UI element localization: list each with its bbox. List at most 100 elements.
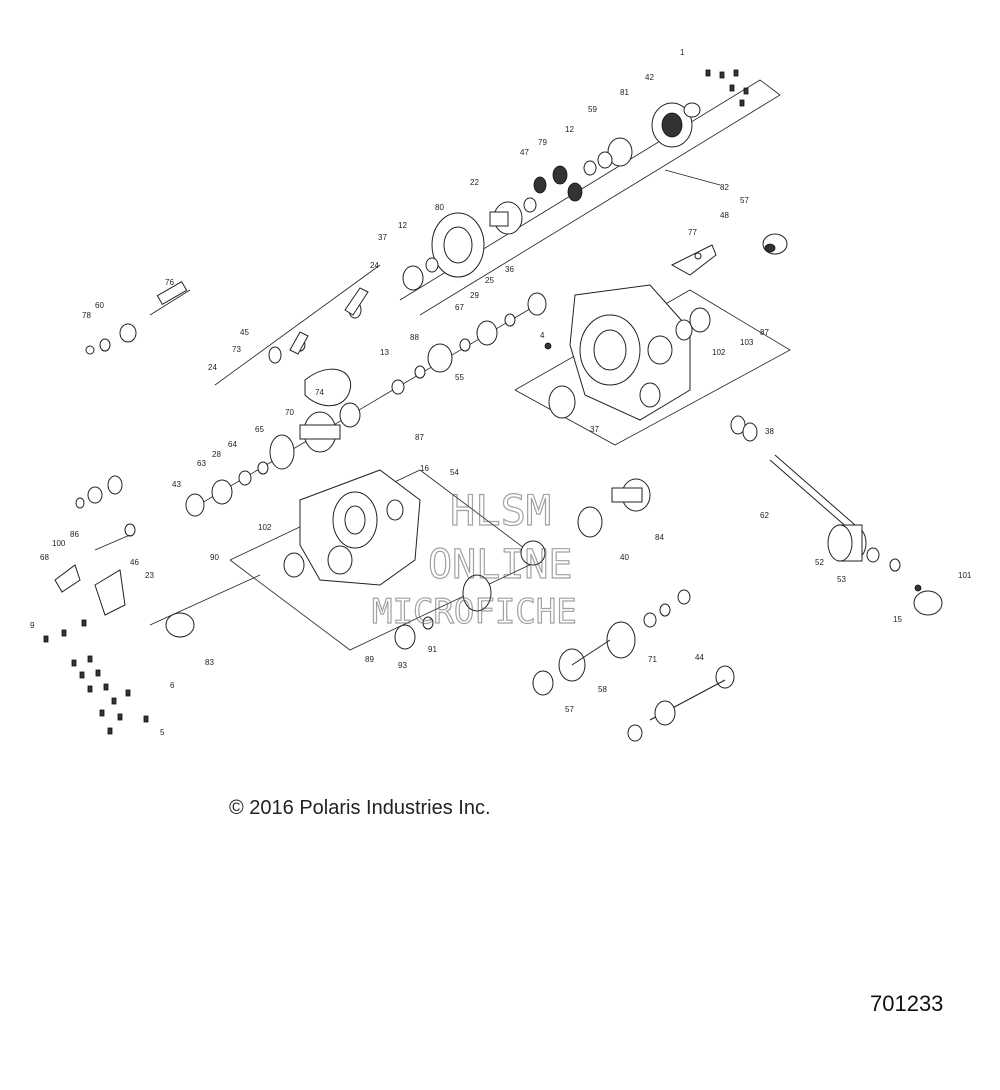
callout-label: 29 — [470, 291, 479, 300]
callout-label: 42 — [645, 73, 654, 82]
callout-label: 12 — [565, 125, 574, 134]
figure-number: 701233 — [870, 991, 944, 1016]
callout-label: 24 — [208, 363, 217, 372]
callout-label: 59 — [588, 105, 597, 114]
callout-label: 84 — [655, 533, 664, 542]
callout-label: 58 — [598, 685, 607, 694]
callout-label: 60 — [95, 301, 104, 310]
callout-label: 91 — [428, 645, 437, 654]
callout-label: 80 — [435, 203, 444, 212]
callout-label: 53 — [837, 575, 846, 584]
bolt-cluster-top — [705, 69, 749, 107]
callout-label: 4 — [540, 331, 545, 340]
cap-101 — [913, 590, 943, 616]
callout-label: 64 — [228, 440, 237, 449]
middle-shaft-assembly — [185, 292, 547, 517]
callout-label: 82 — [720, 183, 729, 192]
callout-label: 87 — [415, 433, 424, 442]
lower-output-shaft — [649, 679, 726, 726]
gear-71 — [606, 621, 636, 659]
callout-label: 71 — [648, 655, 657, 664]
gear-65 — [269, 434, 295, 470]
callout-label: 15 — [893, 615, 902, 624]
callout-label: 57 — [740, 196, 749, 205]
callout-label: 47 — [520, 148, 529, 157]
callout-label: 37 — [590, 425, 599, 434]
callout-label: 54 — [450, 468, 459, 477]
callout-label: 9 — [30, 621, 35, 630]
lower-gear-assembly — [394, 478, 735, 742]
upper-housing — [514, 284, 791, 446]
bearing-36 — [527, 292, 547, 316]
callout-label: 57 — [565, 705, 574, 714]
bolt-cluster-bottom — [43, 619, 149, 735]
callout-labels: 1 42 81 59 82 47 79 12 80 37 22 12 24 76… — [30, 48, 972, 737]
callout-label: 43 — [172, 480, 181, 489]
drive-chain — [304, 368, 352, 407]
callout-label: 52 — [815, 558, 824, 567]
callout-label: 44 — [695, 653, 704, 662]
callout-label: 63 — [197, 459, 206, 468]
callout-label: 28 — [212, 450, 221, 459]
callout-label: 93 — [398, 661, 407, 670]
callout-label: 74 — [315, 388, 324, 397]
callout-label: 81 — [620, 88, 629, 97]
callout-label: 36 — [505, 265, 514, 274]
mount-bracket — [94, 569, 126, 616]
callout-label: 90 — [210, 553, 219, 562]
sleeve-part — [762, 233, 788, 255]
countershaft-gear — [558, 639, 611, 682]
pinion-shaft — [611, 478, 651, 512]
callout-label: 22 — [470, 178, 479, 187]
callout-label: 37 — [378, 233, 387, 242]
bearing-37b — [548, 385, 576, 419]
callout-label: 67 — [455, 303, 464, 312]
callout-label: 6 — [170, 681, 175, 690]
callout-label: 83 — [205, 658, 214, 667]
watermark: HLSM ONLINE MICROFICHE — [371, 485, 577, 632]
watermark-line: MICROFICHE — [372, 592, 577, 632]
watermark-line: ONLINE — [428, 542, 573, 588]
callout-label: 70 — [285, 408, 294, 417]
callout-label: 65 — [255, 425, 264, 434]
callout-label: 68 — [40, 553, 49, 562]
callout-label: 87 — [760, 328, 769, 337]
callout-label: 79 — [538, 138, 547, 147]
large-spur-gear — [431, 212, 485, 278]
callout-label: 101 — [958, 571, 972, 580]
callout-label: 102 — [258, 523, 272, 532]
bearing-37 — [402, 265, 424, 291]
callout-label: 55 — [455, 373, 464, 382]
callout-label: 77 — [688, 228, 697, 237]
callout-label: 40 — [620, 553, 629, 562]
callout-label: 23 — [145, 571, 154, 580]
left-small-parts — [54, 475, 261, 638]
callout-label: 88 — [410, 333, 419, 342]
callout-label: 76 — [165, 278, 174, 287]
coupler — [827, 524, 867, 562]
callout-label: 16 — [420, 464, 429, 473]
hub-flange — [489, 201, 523, 235]
shift-fork-assembly — [85, 264, 381, 386]
callout-label: 45 — [240, 328, 249, 337]
callout-label: 103 — [740, 338, 754, 347]
top-shaft-assembly — [399, 69, 781, 316]
callout-label: 100 — [52, 539, 66, 548]
callout-label: 25 — [485, 276, 494, 285]
gear-85 — [462, 574, 492, 612]
callout-label: 78 — [82, 311, 91, 320]
callout-label: 24 — [370, 261, 379, 270]
callout-label: 1 — [680, 48, 685, 57]
callout-label: 5 — [160, 728, 165, 737]
callout-label: 12 — [398, 221, 407, 230]
bracket-part — [670, 244, 717, 276]
copyright-notice: © 2016 Polaris Industries Inc. — [229, 797, 491, 819]
ring-gear-small — [607, 137, 633, 167]
callout-label: 89 — [365, 655, 374, 664]
callout-label: 102 — [712, 348, 726, 357]
callout-label: 46 — [130, 558, 139, 567]
callout-label: 38 — [765, 427, 774, 436]
callout-label: 13 — [380, 348, 389, 357]
watermark-line: HLSM — [450, 486, 551, 535]
